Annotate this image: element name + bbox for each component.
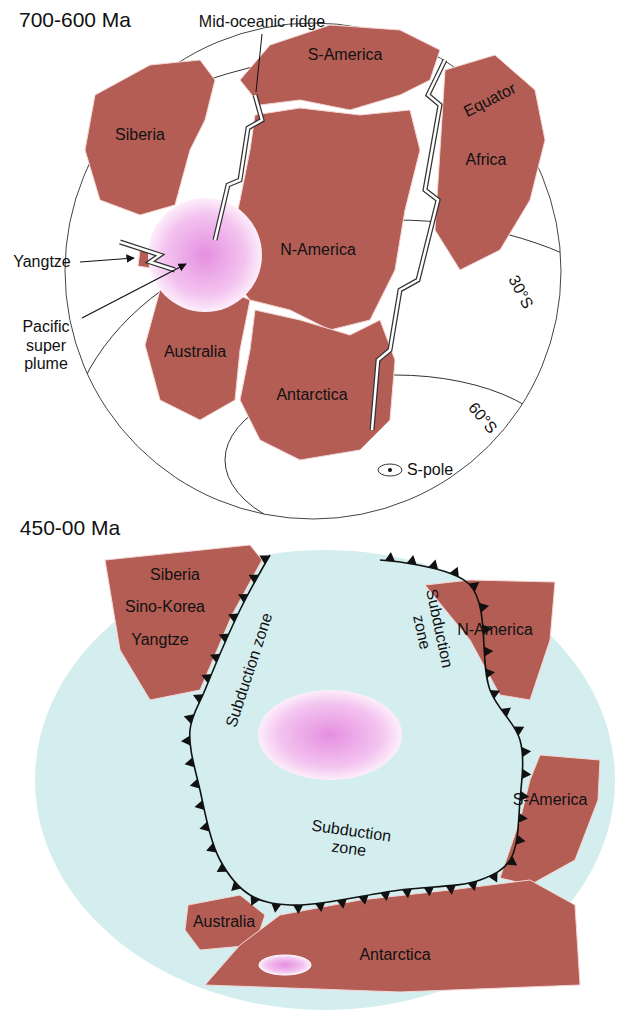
map-label: Pacific super plume	[11, 318, 81, 373]
map-label: Australia	[164, 343, 226, 361]
subduction-tooth	[424, 887, 434, 896]
subduction-tooth	[359, 895, 369, 905]
subduction-tooth	[385, 552, 395, 561]
subduction-tooth	[315, 903, 325, 913]
subduction-tooth	[210, 654, 220, 663]
subduction-tooth	[490, 690, 500, 699]
subduction-tooth	[485, 668, 495, 678]
period-heading: 700-600 Ma	[19, 8, 131, 32]
subduction-tooth	[501, 707, 511, 716]
subduction-tooth	[259, 555, 269, 564]
map-label: N-America	[280, 241, 356, 259]
subduction-tooth	[522, 769, 531, 779]
subduction-tooth	[446, 885, 456, 894]
subduction-tooth	[428, 559, 438, 569]
subduction-tooth	[380, 891, 390, 901]
map-label: Siberia	[115, 126, 165, 144]
subduction-tooth	[238, 594, 248, 603]
subduction-tooth	[402, 889, 412, 898]
subduction-tooth	[206, 843, 216, 852]
subduction-tooth	[479, 603, 489, 613]
subduction-tooth	[251, 896, 260, 906]
map-label: Antarctica	[276, 386, 347, 404]
subduction-tooth	[507, 856, 517, 865]
map-label: Yangtze	[13, 253, 71, 271]
subduction-tooth	[190, 779, 200, 789]
subduction-tooth	[228, 614, 238, 623]
subduction-tooth	[519, 813, 528, 823]
map-label: Australia	[193, 913, 255, 931]
map-label: Yangtze	[131, 631, 189, 649]
subduction-tooth	[293, 905, 303, 914]
map-label: S-America	[513, 791, 588, 809]
subduction-tooth	[516, 835, 526, 845]
subduction-tooth	[514, 727, 524, 736]
map-label: Antarctica	[359, 946, 430, 964]
subduction-tooth	[522, 747, 531, 757]
subduction-tooth	[201, 674, 211, 683]
subduction-tooth	[231, 881, 241, 891]
subduction-tooth	[199, 822, 209, 832]
map-label: Mid-oceanic ridge	[199, 13, 325, 31]
map-label: N-America	[457, 621, 533, 639]
subduction-tooth	[195, 800, 205, 810]
subduction-tooth	[193, 694, 203, 703]
subduction-tooth	[407, 555, 417, 565]
period-heading: 450-00 Ma	[20, 516, 120, 540]
map-label: S-pole	[407, 461, 453, 479]
map-label: Sino-Korea	[125, 598, 205, 616]
subduction-tooth	[484, 646, 493, 656]
subduction-tooth	[468, 881, 478, 891]
subduction-tooth	[219, 633, 229, 642]
map-label: Africa	[466, 151, 507, 169]
subduction-tooth	[184, 714, 194, 724]
subduction-tooth	[489, 872, 498, 882]
subduction-tooth	[469, 582, 479, 591]
subduction-tooth	[271, 903, 281, 913]
map-label: Siberia	[150, 566, 200, 584]
subduction-tooth	[249, 575, 259, 584]
subduction-tooth	[217, 863, 227, 872]
subduction-tooth	[337, 899, 347, 909]
map-label: S-America	[308, 46, 383, 64]
subduction-tooth	[181, 736, 190, 746]
subduction-tooth	[450, 567, 459, 577]
subduction-tooth	[185, 757, 195, 767]
subduction-line	[190, 555, 523, 905]
